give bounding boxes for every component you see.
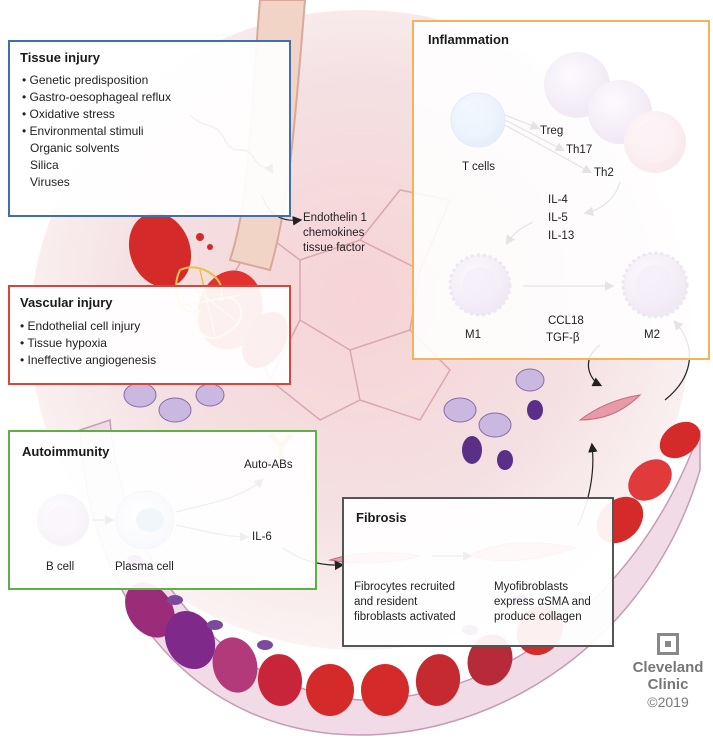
b-cell-label: B cell (46, 560, 74, 575)
list-item: • Genetic predisposition (22, 72, 171, 89)
m1-label: M1 (465, 328, 481, 343)
list-item: Organic solvents (22, 140, 171, 157)
th17-label: Th17 (566, 143, 592, 158)
t-cells-label: T cells (462, 160, 495, 175)
il5-label: IL-5 (548, 211, 568, 226)
ccl18-label: CCL18 (548, 314, 584, 329)
list-item: • Tissue hypoxia (20, 335, 156, 352)
logo-name-line2: Clinic (628, 676, 708, 693)
list-item: • Endothelial cell injury (20, 318, 156, 335)
th2-label: Th2 (594, 166, 614, 181)
list-item: Viruses (22, 174, 171, 191)
list-item: • Gastro-oesophageal reflux (22, 89, 171, 106)
vascular-injury-title: Vascular injury (20, 295, 113, 310)
autoimmunity-title: Autoimmunity (22, 444, 109, 459)
vascular-injury-list: • Endothelial cell injury • Tissue hypox… (20, 318, 156, 369)
inflammation-box: Inflammation (412, 20, 710, 360)
logo-copyright: ©2019 (628, 693, 708, 711)
list-item: • Ineffective angiogenesis (20, 352, 156, 369)
myofibroblasts-text: Myofibroblasts express αSMA and produce … (494, 580, 609, 625)
list-item: • Oxidative stress (22, 106, 171, 123)
list-item: Silica (22, 157, 171, 174)
endothelin-line2: chemokines (303, 226, 367, 241)
il6-label: IL-6 (252, 530, 272, 545)
vascular-injury-box: Vascular injury • Endothelial cell injur… (8, 285, 291, 385)
endothelin-label: Endothelin 1 chemokines tissue factor (303, 211, 367, 256)
il4-label: IL-4 (548, 193, 568, 208)
cleveland-clinic-logo: Cleveland Clinic ©2019 (628, 633, 708, 711)
endothelin-line1: Endothelin 1 (303, 211, 367, 226)
logo-name-line1: Cleveland (628, 659, 708, 676)
plasma-cell-label: Plasma cell (115, 560, 174, 575)
il13-label: IL-13 (548, 229, 574, 244)
fibrosis-box: Fibrosis Fibrocytes recruited and reside… (342, 497, 614, 647)
fibrocytes-text: Fibrocytes recruited and resident fibrob… (354, 580, 472, 625)
list-item: • Environmental stimuli (22, 123, 171, 140)
tissue-injury-title: Tissue injury (20, 50, 100, 65)
auto-abs-label: Auto-ABs (244, 458, 293, 473)
endothelin-line3: tissue factor (303, 241, 367, 256)
tgfb-label: TGF-β (546, 331, 579, 346)
treg-label: Treg (540, 124, 563, 139)
cleveland-clinic-mark-icon (657, 633, 679, 655)
inflammation-title: Inflammation (428, 32, 509, 47)
m2-label: M2 (644, 328, 660, 343)
tissue-injury-box: Tissue injury • Genetic predisposition •… (8, 40, 291, 217)
fibrosis-title: Fibrosis (356, 510, 407, 525)
tissue-injury-list: • Genetic predisposition • Gastro-oesoph… (22, 72, 171, 191)
